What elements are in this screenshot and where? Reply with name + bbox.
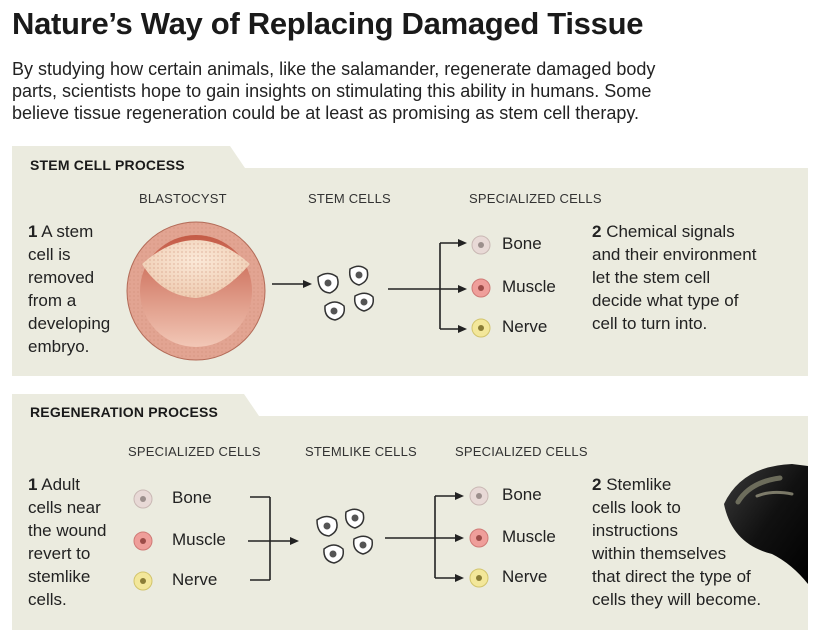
regen-panel-title: REGENERATION PROCESS	[30, 404, 219, 420]
regeneration-panel: REGENERATION PROCESS SPECIALIZED CELLS S…	[12, 394, 808, 630]
regen-panel-bg	[12, 394, 808, 630]
cell-label-bone: Bone	[502, 234, 542, 253]
cell-label-muscle-right: Muscle	[502, 527, 556, 546]
regen-panel-graphics	[12, 394, 808, 630]
branch-arrows	[385, 492, 464, 582]
nerve-cell-icon	[471, 318, 491, 338]
intro-line: believe tissue regeneration could be at …	[12, 103, 640, 123]
muscle-cell-icon	[133, 531, 153, 551]
nerve-cell-icon	[133, 571, 153, 591]
stem-cell-icon	[317, 265, 375, 321]
cell-label-bone-right: Bone	[502, 485, 542, 504]
arrow-to-stem-cells	[272, 280, 312, 288]
step-number: 1	[28, 475, 38, 494]
salamander-tail-icon	[724, 464, 808, 584]
caption-specialized-cells-left: SPECIALIZED CELLS	[128, 444, 261, 459]
regen-step-2: 2 Stemlike cells look to instructions wi…	[592, 475, 762, 609]
cell-label-bone-left: Bone	[172, 488, 212, 507]
muscle-cell-icon	[469, 528, 489, 548]
step-number: 2	[592, 222, 602, 241]
muscle-cell-icon	[471, 278, 491, 298]
stem-cell-icon	[316, 508, 374, 564]
stem-cell-panel: STEM CELL PROCESS BLASTOCYST STEM CELLS …	[12, 146, 808, 376]
step-number: 1	[28, 222, 38, 241]
step-number: 2	[592, 475, 602, 494]
caption-stemlike-cells: STEMLIKE CELLS	[305, 444, 417, 459]
bone-cell-icon	[133, 489, 153, 509]
intro-line: By studying how certain animals, like th…	[12, 59, 656, 79]
caption-specialized-cells: SPECIALIZED CELLS	[469, 191, 602, 206]
intro-text: By studying how certain animals, like th…	[12, 58, 802, 124]
cell-label-nerve-left: Nerve	[172, 570, 218, 589]
cell-label-muscle-left: Muscle	[172, 530, 226, 549]
branch-arrows	[388, 239, 467, 333]
stem-step-2: 2 Chemical signals and their environment…	[592, 222, 757, 333]
merge-arrows	[248, 496, 299, 581]
caption-stem-cells: STEM CELLS	[308, 191, 391, 206]
cell-label-nerve: Nerve	[502, 317, 548, 336]
blastocyst-icon	[126, 221, 266, 361]
intro-line: parts, scientists hope to gain insights …	[12, 81, 652, 101]
cell-label-nerve-right: Nerve	[502, 567, 548, 586]
bone-cell-icon	[471, 235, 491, 255]
stem-step-1: 1 A stem cell is removed from a developi…	[28, 222, 111, 356]
stem-panel-title: STEM CELL PROCESS	[30, 157, 185, 173]
nerve-cell-icon	[469, 568, 489, 588]
bone-cell-icon	[469, 486, 489, 506]
page-title: Nature’s Way of Replacing Damaged Tissue	[12, 6, 644, 41]
caption-blastocyst: BLASTOCYST	[139, 191, 227, 206]
caption-specialized-cells-right: SPECIALIZED CELLS	[455, 444, 588, 459]
regen-step-1: 1 Adult cells near the wound revert to s…	[28, 475, 107, 609]
cell-label-muscle: Muscle	[502, 277, 556, 296]
stem-panel-graphics	[12, 146, 808, 376]
